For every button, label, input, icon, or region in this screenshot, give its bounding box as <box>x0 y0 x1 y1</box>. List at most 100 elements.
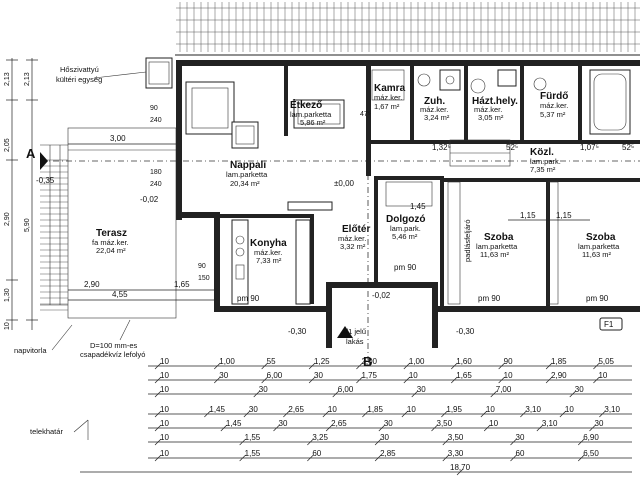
dimension-value: 10 <box>160 371 169 380</box>
dimension-tick <box>253 390 260 398</box>
dimension-tick <box>569 390 576 398</box>
dimension-tick <box>220 424 228 432</box>
dimension-tick <box>154 376 162 384</box>
dimension-tick <box>374 454 382 462</box>
dimension-tick <box>577 438 585 446</box>
dimension-value: 2,65 <box>331 419 347 428</box>
dimension-tick <box>204 410 211 418</box>
dimension-value: 2,65 <box>288 405 304 414</box>
dimension-tick <box>308 362 316 370</box>
dimension-value: 3,50 <box>448 433 464 442</box>
dimension-value: 30 <box>417 385 426 394</box>
dimension-tick <box>483 424 491 432</box>
dimension-tick <box>593 376 600 384</box>
dim-290: 2,90 <box>84 280 100 289</box>
dimension-value: 18,70 <box>450 463 471 472</box>
dimension-value: 1,25 <box>314 357 330 366</box>
dimension-value: 3,25 <box>312 433 328 442</box>
dimension-tick <box>154 362 162 370</box>
room-szoba2-floor: lam.parketta <box>578 242 620 251</box>
dim-52a: 52⁵ <box>506 143 518 152</box>
dimension-value: 30 <box>219 371 228 380</box>
dimension-tick <box>403 362 411 370</box>
room-terasz-area: 22,04 m² <box>96 246 126 255</box>
dimension-value: 1,85 <box>551 357 567 366</box>
pm-90-1: pm 90 <box>237 294 260 303</box>
dimension-value: 55 <box>267 357 276 366</box>
dimension-tick <box>577 454 585 462</box>
dimension-value: 1,75 <box>361 371 377 380</box>
dimension-value: 10 <box>160 449 169 458</box>
dimension-tick <box>356 376 363 384</box>
room-etkezo-name: Étkező <box>290 98 322 111</box>
dimension-tick <box>593 362 600 370</box>
room-szoba1-area: 11,63 m² <box>480 250 510 259</box>
dimension-value: 10 <box>486 405 495 414</box>
dimension-value: 10 <box>160 419 169 428</box>
dim-455: 4,55 <box>112 290 128 299</box>
dim-240a: 240 <box>150 117 162 124</box>
dimension-value: 2,85 <box>380 449 396 458</box>
dimension-tick <box>442 438 450 446</box>
dimension-value: 7,00 <box>496 385 512 394</box>
dimension-tick <box>456 468 464 476</box>
level-entrance: -0,02 <box>372 291 391 300</box>
dim-165: 1,65 <box>174 280 190 289</box>
levels: -0,35 -0,02 ±0,00 -0,02 -0,30 -0,30 <box>36 176 475 336</box>
room-zuh-floor: máz.ker. <box>420 105 448 114</box>
room-haztar-area: 3,05 m² <box>478 113 504 122</box>
dimension-tick <box>403 376 411 384</box>
dim-90a: 90 <box>150 105 158 112</box>
dimension-value: 6,90 <box>583 433 599 442</box>
dimension-tick <box>498 362 505 370</box>
dimension-tick <box>239 454 246 462</box>
dimension-tick <box>480 410 488 418</box>
room-szoba1-floor: lam.parketta <box>476 242 518 251</box>
dimension-value: 10 <box>504 371 513 380</box>
dimension-tick <box>243 410 251 418</box>
dimension-tick <box>362 410 369 418</box>
dimension-value: 10 <box>328 405 337 414</box>
dimension-tick <box>378 424 386 432</box>
dimension-value: 10 <box>160 433 169 442</box>
dimension-value: 1,65 <box>456 371 472 380</box>
dimension-value: 6,00 <box>267 371 283 380</box>
dimension-value: 3,10 <box>542 419 558 428</box>
dimension-value: 10 <box>160 385 169 394</box>
dimension-value: 6,00 <box>338 385 354 394</box>
dimension-tick <box>239 438 246 446</box>
downpipe-label-1: D=100 mm-es <box>90 341 138 350</box>
dimension-value: 10 <box>565 405 574 414</box>
room-kozl-floor: lam.park. <box>530 157 561 166</box>
left-dimension-chain: 2,13 2,05 5,90 2,90 1,30 10 2,13 <box>4 58 38 330</box>
dimension-value: 30 <box>314 371 323 380</box>
dimension-value: 1,95 <box>446 405 462 414</box>
dim-240b: 240 <box>150 181 162 188</box>
dimension-value: 1,45 <box>226 419 242 428</box>
room-nappali-area: 20,34 m² <box>230 179 260 188</box>
dimension-tick <box>441 410 448 418</box>
dim-47: 47⁵ <box>360 111 371 118</box>
left-dim-205: 2,05 <box>4 138 11 152</box>
left-dim-290: 2,90 <box>4 212 11 226</box>
room-dolgozo-name: Dolgozó <box>386 214 425 225</box>
annotations: napvitorla D=100 mm-es csapadékvíz lefol… <box>14 319 145 440</box>
room-dolgozo-area: 5,46 m² <box>392 232 418 241</box>
room-haztar-floor: máz.ker. <box>474 105 502 114</box>
room-zuh-area: 3,24 m² <box>424 113 450 122</box>
terrace-area <box>40 127 177 319</box>
room-terasz-floor: fa máz.ker. <box>92 238 129 247</box>
dimension-value: 1,00 <box>219 357 235 366</box>
f1-marker: F1 <box>599 317 623 331</box>
dimension-tick <box>356 362 363 370</box>
dim-150: 150 <box>198 275 210 282</box>
dim-107: 1,07⁵ <box>580 143 599 152</box>
dimension-value: 10 <box>489 419 498 428</box>
left-dim-213b: 2,13 <box>24 72 31 86</box>
level-main: ±0,00 <box>334 179 355 188</box>
dimension-value: 1,55 <box>245 433 261 442</box>
dimension-tick <box>510 454 517 462</box>
dimension-tick <box>308 376 316 384</box>
inner-dimensions: 3,00 180 240 90 240 90 150 2,90 1,65 4,5… <box>68 105 634 303</box>
